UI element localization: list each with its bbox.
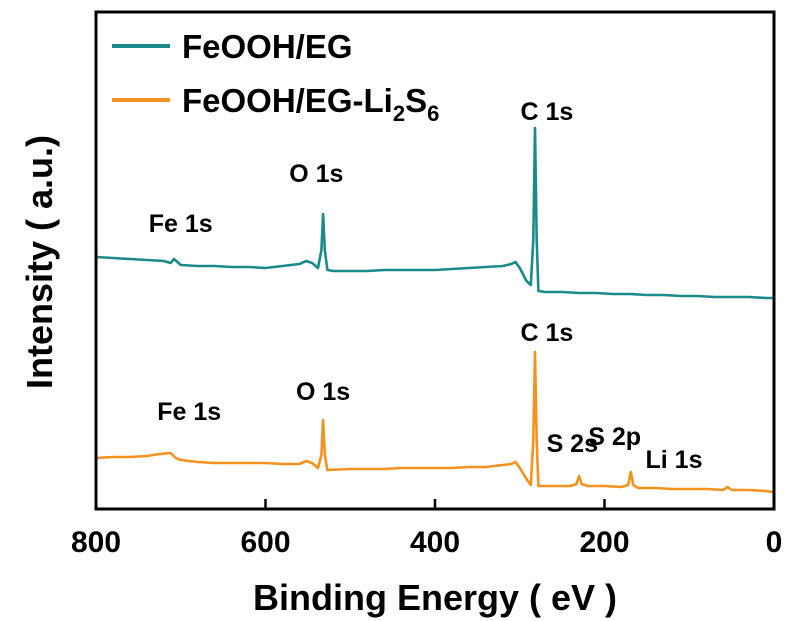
feooh-eg-li2s6-peak-label-4: S 2p — [588, 423, 641, 451]
legend-label-sub2: 6 — [427, 101, 439, 126]
legend-label-mid: S — [405, 82, 427, 119]
series-lines — [95, 126, 775, 494]
legend-label-sub1: 2 — [393, 101, 405, 126]
x-tick-label-600: 600 — [240, 526, 290, 559]
legend-label-feooh-eg-li2s6: FeOOH/EG-Li2S6 — [182, 82, 439, 126]
feooh-eg-li2s6-peak-label-1: O 1s — [296, 378, 350, 406]
y-axis-title: Intensity ( a.u.) — [19, 135, 60, 389]
feooh-eg-peak-label-2: C 1s — [520, 98, 573, 126]
legend-label-main: FeOOH/EG-Li — [182, 82, 393, 119]
feooh-eg-li2s6-peak-label-2: C 1s — [520, 319, 573, 347]
feooh-eg-li2s6-peak-label-5: Li 1s — [646, 446, 703, 474]
feooh-eg-li2s6-peak-label-3: S 2s — [547, 430, 598, 458]
feooh-eg-peak-label-0: Fe 1s — [149, 210, 213, 238]
series-line-0 — [95, 126, 774, 300]
x-axis-ticks: 800 600 400 200 0 — [71, 499, 782, 559]
feooh-eg-li2s6-peak-label-0: Fe 1s — [157, 398, 221, 426]
legend: FeOOH/EG FeOOH/EG-Li2S6 — [112, 28, 439, 126]
series-line-1 — [95, 350, 775, 494]
x-tick-label-200: 200 — [579, 526, 629, 559]
x-tick-label-0: 0 — [766, 526, 783, 559]
x-tick-label-800: 800 — [71, 526, 121, 559]
x-tick-label-400: 400 — [410, 526, 460, 559]
legend-label-feooh-eg: FeOOH/EG — [182, 28, 353, 65]
x-axis-title: Binding Energy ( eV ) — [253, 577, 617, 618]
feooh-eg-peak-label-1: O 1s — [289, 160, 343, 188]
